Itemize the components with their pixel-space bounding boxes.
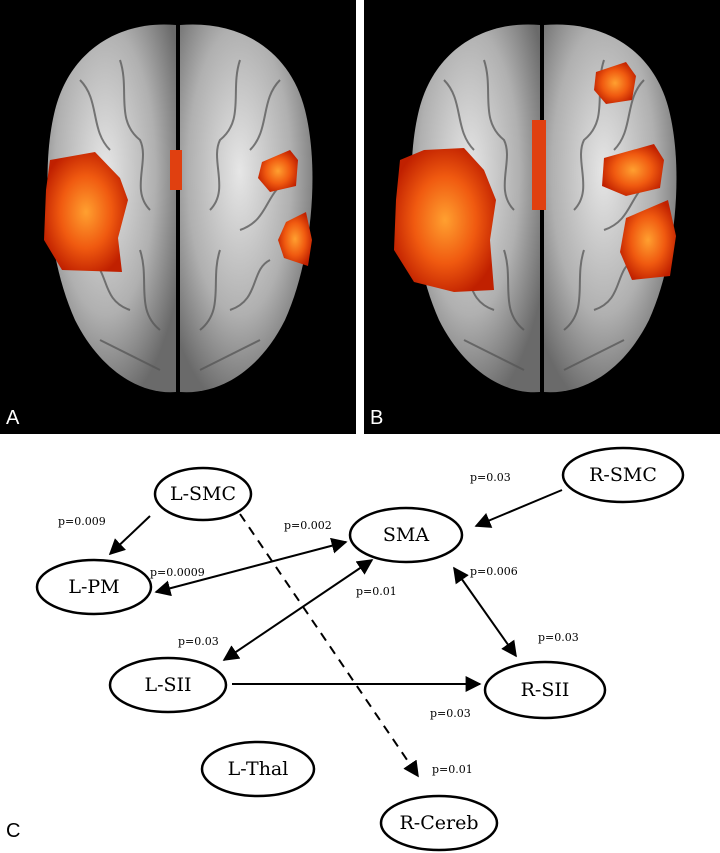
edge-lsmc-rcereb: [239, 513, 419, 778]
activation-right-lower: [620, 200, 676, 280]
activation-right-lower: [278, 212, 312, 266]
node-label-sma: SMA: [383, 524, 429, 546]
p-label: p=0.006: [470, 565, 518, 578]
activation-left: [44, 152, 128, 272]
p-label: p=0.03: [538, 631, 579, 644]
p-label: p=0.009: [58, 515, 106, 528]
p-label: p=0.01: [356, 585, 397, 598]
p-label: p=0.0009: [150, 566, 205, 579]
p-label: p=0.002: [284, 519, 332, 532]
node-r-sii: R-SII: [483, 660, 607, 720]
panel-label-a: A: [6, 407, 20, 429]
brain-render-a: [44, 24, 313, 393]
activation-right-upper: [258, 150, 298, 192]
edge-rsmc-sma: [474, 489, 563, 528]
edge-sma-lsii: [222, 559, 374, 661]
node-label-r-smc: R-SMC: [589, 464, 657, 486]
node-l-sii: L-SII: [108, 656, 228, 714]
node-l-thal: L-Thal: [200, 740, 316, 798]
brain-panel-a: A: [0, 0, 356, 434]
node-l-pm: L-PM: [35, 558, 153, 616]
p-label: p=0.01: [432, 763, 473, 776]
node-sma: SMA: [348, 506, 464, 564]
activation-midline: [170, 150, 182, 190]
connectivity-diagram: p=0.009 p=0.03 p=0.002 p=0.0009 p=0.01 p…: [35, 446, 685, 852]
activation-right-top: [594, 62, 636, 104]
node-label-r-sii: R-SII: [521, 679, 570, 701]
panel-label-b: B: [370, 407, 384, 429]
brain-right-hemisphere: [544, 24, 677, 393]
activation-midline: [532, 120, 546, 210]
node-r-smc: R-SMC: [561, 446, 685, 504]
activation-right-upper: [602, 144, 664, 196]
brain-render-b: [394, 24, 677, 393]
brain-panel-b: B: [364, 0, 720, 434]
node-label-l-pm: L-PM: [68, 576, 119, 598]
p-values: p=0.009 p=0.03 p=0.002 p=0.0009 p=0.01 p…: [58, 471, 579, 776]
edges: [108, 489, 563, 778]
edge-lsmc-lpm: [108, 515, 151, 556]
activation-left: [394, 148, 496, 292]
edge-sma-rsii: [453, 566, 517, 658]
node-label-r-cereb: R-Cereb: [400, 812, 479, 834]
node-l-smc: L-SMC: [153, 466, 253, 522]
node-label-l-smc: L-SMC: [170, 483, 236, 505]
panel-label-c: C: [6, 820, 21, 842]
brain-right-hemisphere: [180, 24, 313, 393]
p-label: p=0.03: [470, 471, 511, 484]
p-label: p=0.03: [430, 707, 471, 720]
node-label-l-thal: L-Thal: [228, 758, 289, 780]
node-r-cereb: R-Cereb: [379, 794, 499, 852]
node-label-l-sii: L-SII: [144, 674, 191, 696]
p-label: p=0.03: [178, 635, 219, 648]
